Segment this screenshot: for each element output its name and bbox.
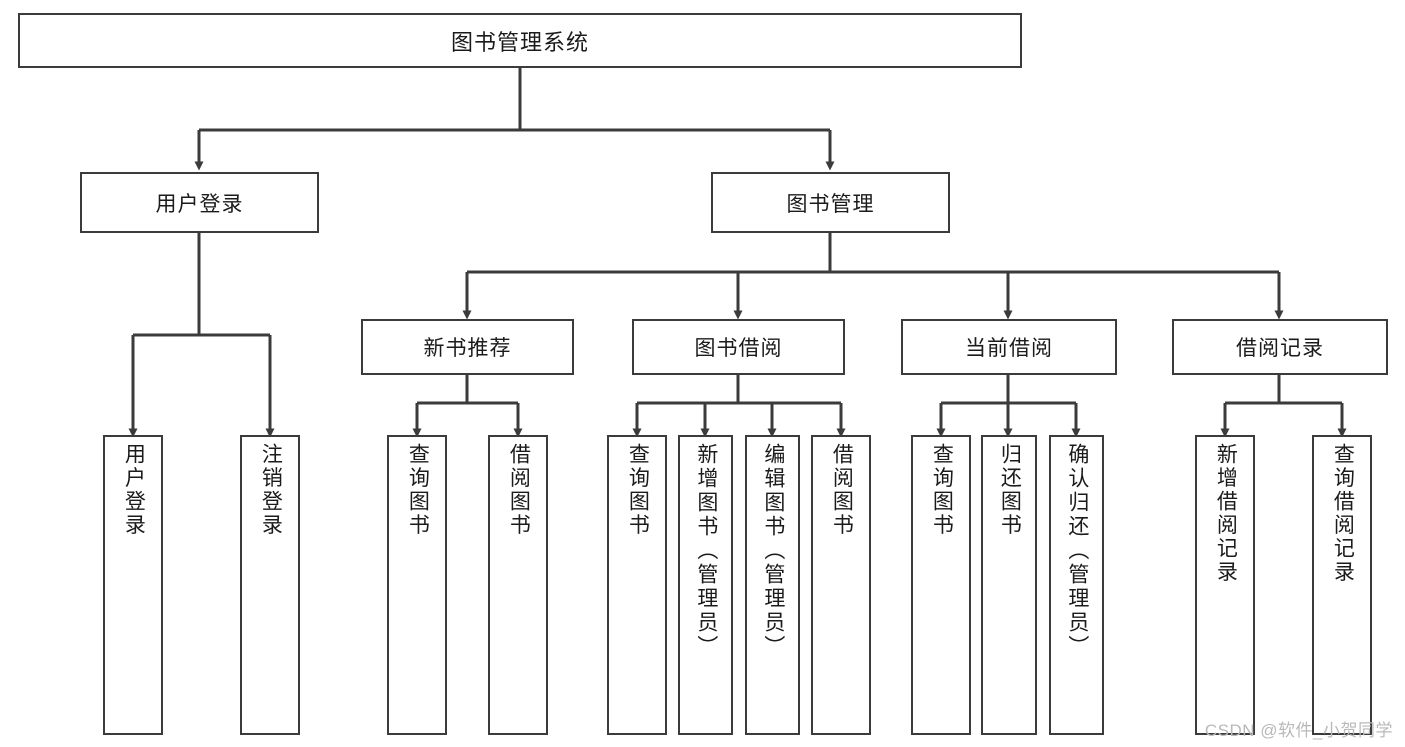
node-label: 图书管理系统 [450, 29, 589, 55]
leaf-user-login-logout[interactable]: 注销登录 [240, 435, 300, 735]
node-label: 用户登录 [122, 443, 146, 537]
watermark: CSDN @软件_小贺同学 [1204, 721, 1393, 740]
node-label: 查询图书 [626, 443, 650, 537]
leaf-user-login-login[interactable]: 用户登录 [103, 435, 163, 735]
node-label: 新书推荐 [423, 337, 512, 360]
node-label: 编辑图书（管理员） [761, 443, 785, 659]
node-label: 借阅图书 [507, 443, 531, 537]
node-label: 借阅图书 [830, 443, 854, 537]
node-label: 借阅记录 [1236, 337, 1324, 360]
node-label: 图书管理 [786, 192, 875, 216]
node-label: 查询图书 [930, 443, 954, 537]
node-label: 图书借阅 [694, 337, 783, 360]
leaf-borrow-record-add-record[interactable]: 新增借阅记录 [1195, 435, 1255, 735]
node-label: 新增图书（管理员） [694, 443, 718, 659]
node-user-login[interactable]: 用户登录 [80, 172, 319, 233]
node-label: 确认归还（管理员） [1065, 443, 1089, 659]
node-new-book-recommend[interactable]: 新书推荐 [361, 319, 574, 375]
node-label: 当前借阅 [965, 337, 1053, 360]
leaf-current-borrow-confirm-return-admin[interactable]: 确认归还（管理员） [1049, 435, 1104, 735]
node-label: 归还图书 [998, 443, 1022, 537]
leaf-borrow-record-query-record[interactable]: 查询借阅记录 [1312, 435, 1372, 735]
leaf-book-borrow-borrow-book[interactable]: 借阅图书 [811, 435, 871, 735]
leaf-book-borrow-add-book-admin[interactable]: 新增图书（管理员） [678, 435, 733, 735]
node-current-borrow[interactable]: 当前借阅 [901, 319, 1117, 375]
leaf-current-borrow-query-book[interactable]: 查询图书 [911, 435, 971, 735]
leaf-new-book-query-book[interactable]: 查询图书 [387, 435, 447, 735]
node-book-borrow[interactable]: 图书借阅 [632, 319, 845, 375]
node-label: 注销登录 [259, 443, 283, 537]
node-book-management[interactable]: 图书管理 [711, 172, 950, 233]
node-label: 新增借阅记录 [1214, 443, 1238, 584]
leaf-current-borrow-return-book[interactable]: 归还图书 [981, 435, 1037, 735]
node-root-book-management-system[interactable]: 图书管理系统 [18, 13, 1022, 68]
leaf-book-borrow-query-book[interactable]: 查询图书 [607, 435, 667, 735]
node-label: 查询借阅记录 [1331, 443, 1355, 584]
node-label: 用户登录 [155, 192, 244, 216]
node-borrow-record[interactable]: 借阅记录 [1172, 319, 1388, 375]
node-label: 查询图书 [406, 443, 430, 537]
leaf-new-book-borrow-book[interactable]: 借阅图书 [488, 435, 548, 735]
leaf-book-borrow-edit-book-admin[interactable]: 编辑图书（管理员） [745, 435, 800, 735]
